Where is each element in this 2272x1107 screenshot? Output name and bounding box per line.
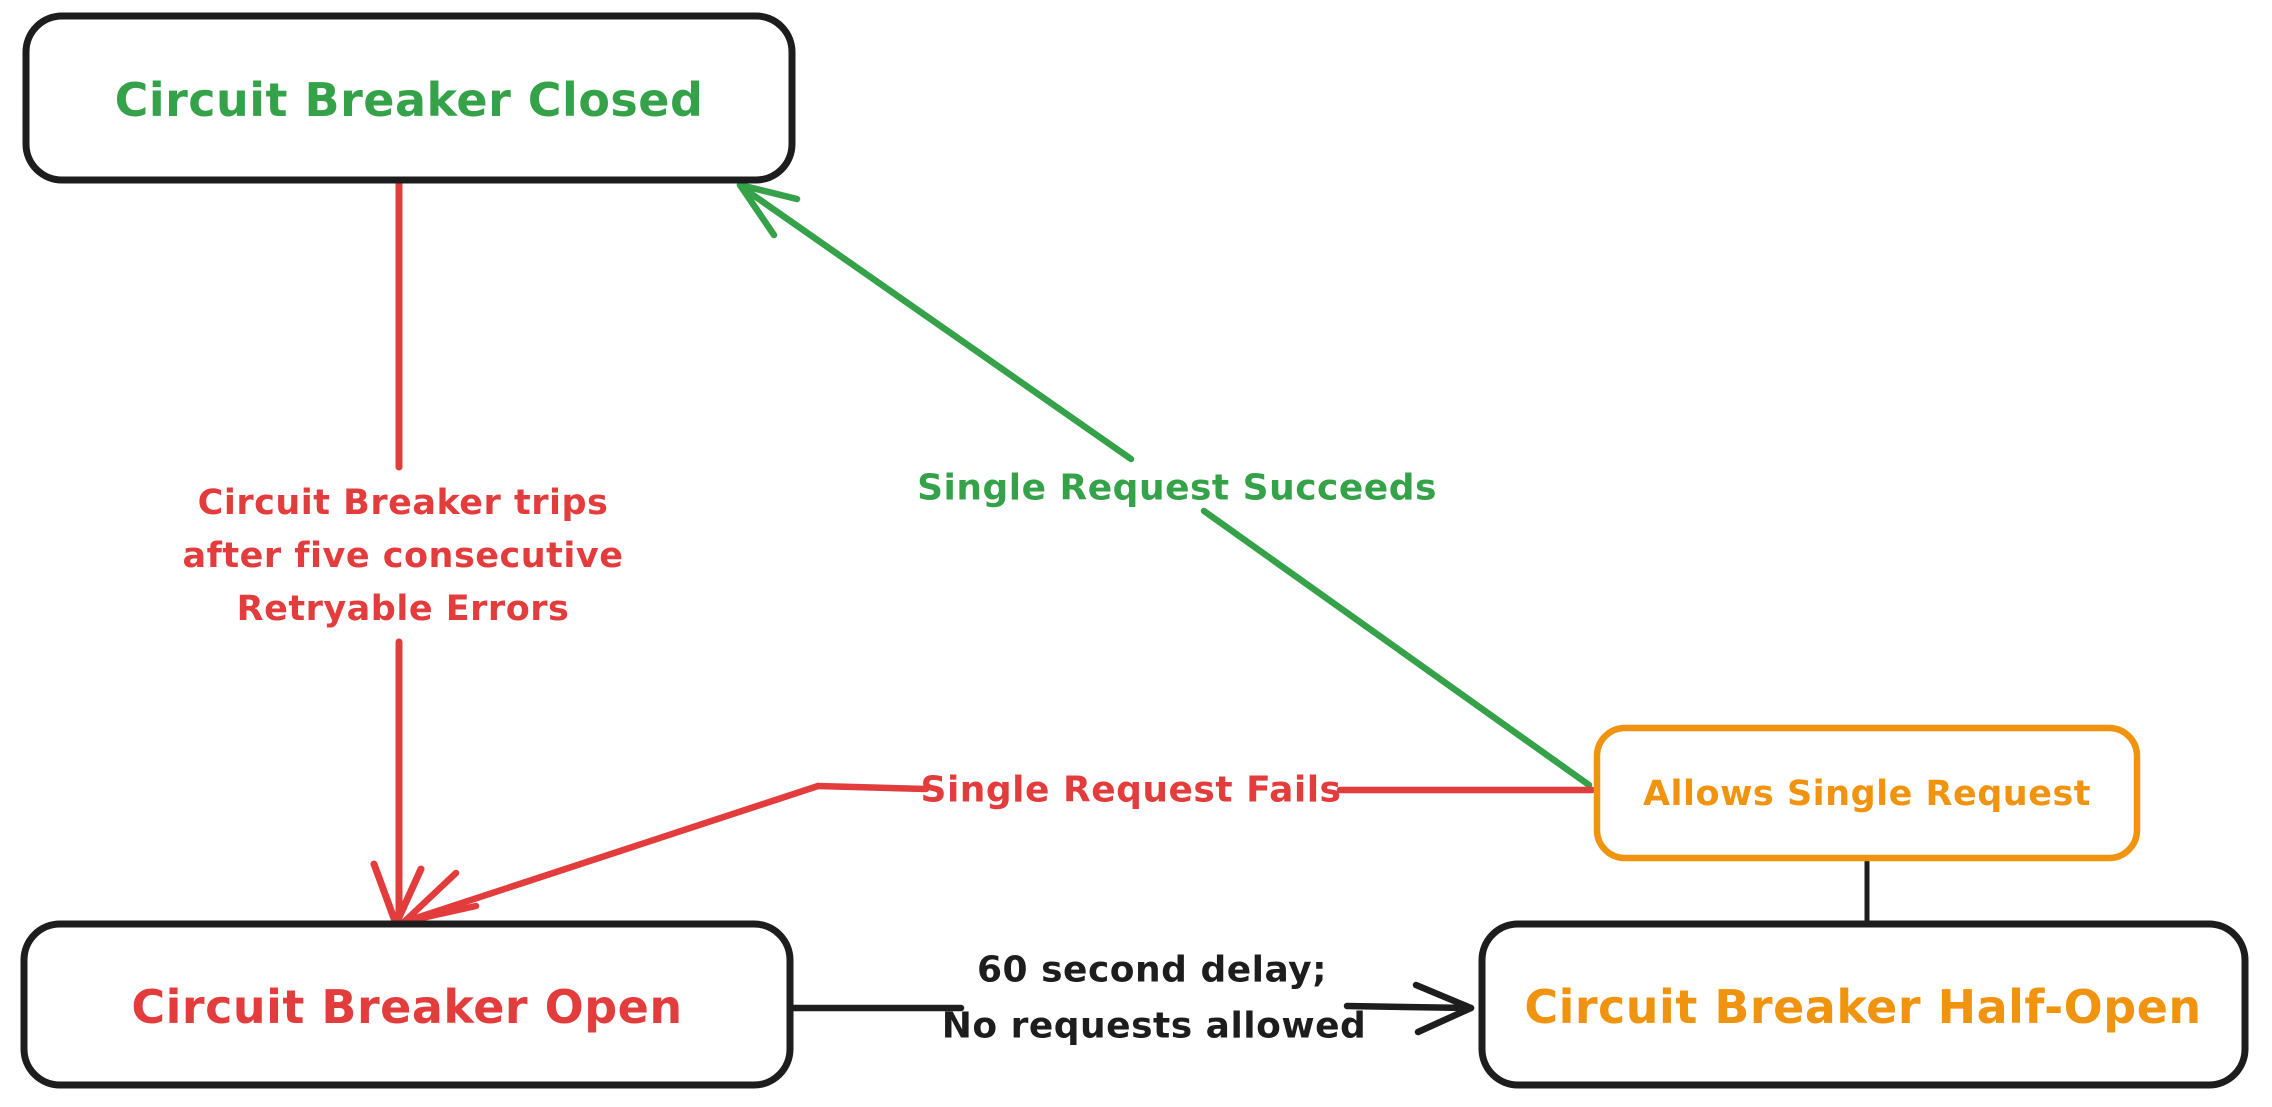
arrowhead-down-icon <box>370 860 425 928</box>
node-closed-box <box>22 12 796 184</box>
arrowhead-upleft-icon <box>736 181 801 239</box>
node-closed: Circuit Breaker Closed <box>22 12 796 184</box>
node-half-open-box <box>1478 920 2249 1089</box>
edge-delay-label: 60 second delay; No requests allowed <box>942 950 1367 1047</box>
arrowhead-right-icon <box>1412 981 1475 1036</box>
edge-succeeds-segment-bottom <box>1200 507 1593 789</box>
node-open-box <box>20 920 794 1089</box>
edge-delay: 60 second delay; No requests allowed <box>786 950 1475 1047</box>
edge-fails-label: Single Request Fails <box>921 770 1342 811</box>
arrowhead-downleft-icon <box>400 869 480 926</box>
edge-delay-label-line2: No requests allowed <box>942 1006 1367 1047</box>
edge-trip-label-line2: after five consecutive <box>183 536 624 576</box>
node-half-open-label: Circuit Breaker Half-Open <box>1524 980 2201 1034</box>
node-open-label: Circuit Breaker Open <box>131 980 682 1034</box>
edge-fails-segment-left <box>814 782 930 793</box>
edge-succeeds-label: Single Request Succeeds <box>917 468 1437 509</box>
node-open: Circuit Breaker Open <box>20 920 794 1089</box>
node-half-open: Circuit Breaker Half-Open <box>1478 920 2249 1089</box>
edge-delay-label-line1: 60 second delay; <box>977 950 1327 991</box>
edge-trip-label: Circuit Breaker trips after five consecu… <box>183 483 624 629</box>
node-allows-single-request: Allows Single Request <box>1593 724 2141 862</box>
edge-trip-label-line1: Circuit Breaker trips <box>198 483 609 523</box>
edge-fails-strokes <box>400 782 1596 926</box>
edge-fails-segment-diagonal <box>400 782 822 926</box>
node-closed-label: Circuit Breaker Closed <box>115 73 704 127</box>
edge-trip: Circuit Breaker trips after five consecu… <box>183 179 624 928</box>
edge-trip-strokes <box>370 179 425 928</box>
edge-delay-strokes <box>786 981 1475 1036</box>
edge-fails-label-text: Single Request Fails <box>921 770 1342 811</box>
edge-trip-label-line3: Retryable Errors <box>237 589 570 629</box>
node-allows-single-request-box <box>1593 724 2141 862</box>
edge-succeeds-segment-top <box>739 184 1135 463</box>
edge-succeeds: Single Request Succeeds <box>736 181 1593 789</box>
edge-succeeds-label-text: Single Request Succeeds <box>917 468 1437 509</box>
edge-fails: Single Request Fails <box>400 770 1596 926</box>
edge-succeeds-strokes <box>736 181 1593 789</box>
node-allows-single-request-label: Allows Single Request <box>1643 774 2091 814</box>
edge-delay-segment-right <box>1343 1002 1473 1012</box>
